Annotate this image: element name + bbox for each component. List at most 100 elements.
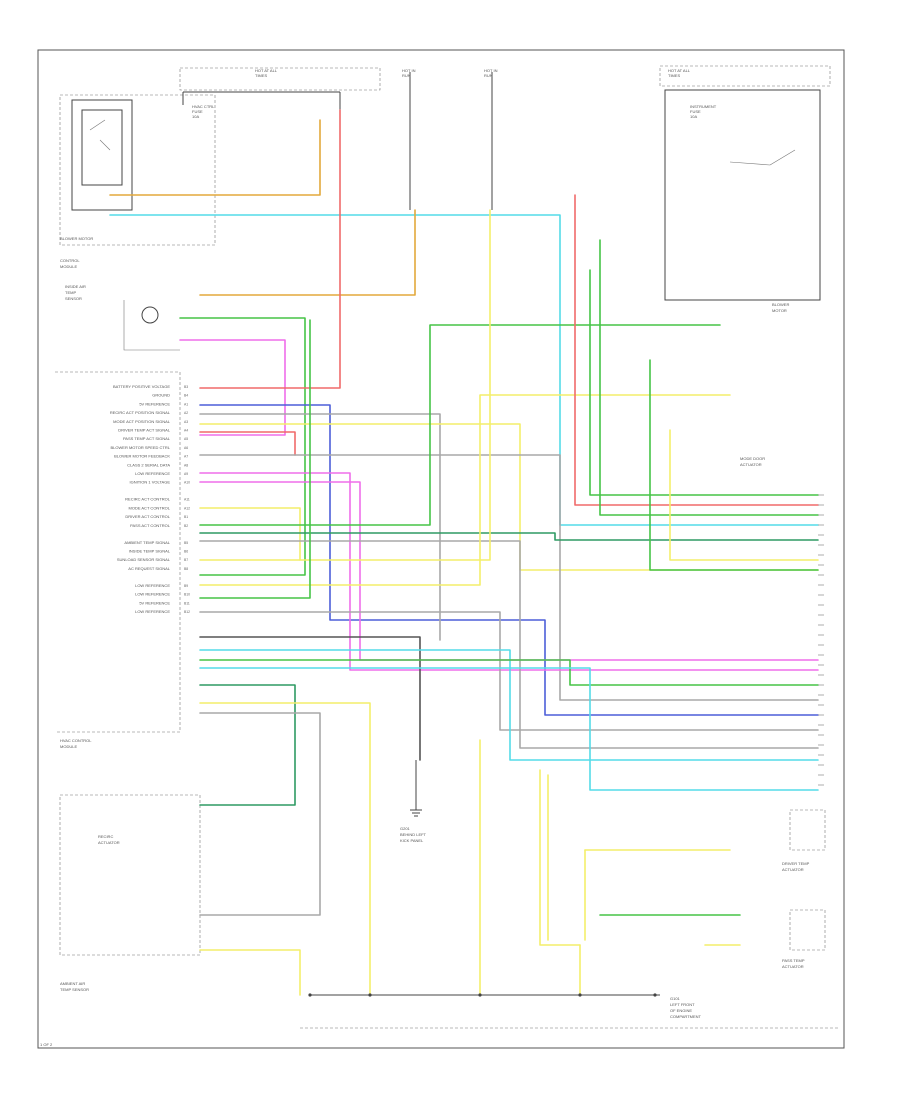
wire-grn [199,319,311,599]
fuse-mid-b: HOT IN RUN [484,68,498,210]
blower-motor-label-0: BLOWER [772,302,789,307]
wire-red [574,194,819,506]
module-pin-number: B4 [184,394,188,398]
ambient-line-0: AMBIENT AIR [60,981,85,986]
pass-actuator-line-1: ACTUATOR [782,964,804,969]
blower-motor-label-1: MOTOR [772,308,787,313]
fuse-mid-a-line-0: HOT IN [402,68,416,73]
module-pin-number: A3 [184,420,188,424]
driver-temp-actuator: DRIVER TEMP ACTUATOR [782,809,826,872]
module-pin-label: MODE ACT CONTROL [129,505,171,510]
ground-tap [308,993,312,997]
blower-control-label-2: MODULE [60,264,77,269]
fuse-block-right-line-0: HOT AT ALL [668,68,691,73]
mode-actuator-line-0: MODE DOOR [740,456,765,461]
fuse-mid-a: HOT IN RUN [402,68,416,210]
wire-blk [199,636,421,761]
module-pin-label: 5V REFERENCE [139,401,170,406]
fuse-mid-a-line-1: RUN [402,73,411,78]
wire-pnk [199,481,819,661]
wire-ltblu [199,649,819,761]
ground-g201-line-0: G201 [400,826,411,831]
wire-gry [199,413,441,641]
fuse-right-line-2: 10A [690,114,697,119]
module-pin-label: DRIVER ACT CONTROL [125,514,170,519]
blower-motor-control-module: BLOWER MOTOR CONTROL MODULE [59,94,216,269]
module-pin-label: CLASS 2 SERIAL DATA [127,462,170,467]
module-pin-label: BLOWER MOTOR FEEDBACK [114,454,170,459]
fuse-block-right-line-1: TIMES [668,73,681,78]
diagram-frame [37,49,845,1049]
module-pin-number: B12 [184,610,190,614]
ground-bottom-line-3: COMPARTMENT [670,1014,702,1019]
ground-tap [653,993,657,997]
module-pin-label: AMBIENT TEMP SIGNAL [124,540,170,545]
hvac-module-label-0: HVAC CONTROL [60,738,92,743]
wire-harness [109,109,824,997]
module-pin-label: AC REQUEST SIGNAL [128,566,170,571]
module-pin-number: A10 [184,481,190,485]
module-pin-number: B10 [184,593,190,597]
ground-bottom-line-0: G101 [670,996,681,1001]
fuse-right-line-0: INSTRUMENT [690,104,717,109]
ground-bus: G101 LEFT FRONT OF ENGINE COMPARTMENT [300,994,840,1029]
wire-red [199,431,296,456]
module-pin-number: A1 [184,402,188,406]
module-pin-label: GROUND [152,393,170,398]
module-pin-number: B6 [184,550,188,554]
pass-actuator-line-0: PASS TEMP [782,958,805,963]
wire-orn [199,209,416,296]
ground-g201-line-1: BEHIND LEFT [400,832,427,837]
module-pin-label: PASS ACT CONTROL [130,523,171,528]
wire-dkgrn [199,684,296,806]
ambient-line-1: TEMP SENSOR [60,987,89,992]
wire-ltblu [109,214,819,526]
wire-yel [199,507,301,561]
fuse-mid-b-line-1: RUN [484,73,493,78]
module-pin-label: IGNITION 1 VOLTAGE [129,480,170,485]
blower-control-label-1: CONTROL [60,258,80,263]
module-pin-label: RECIRC ACT CONTROL [125,497,171,502]
fuse-right-line-1: FUSE [690,109,701,114]
module-pin-number: A5 [184,437,188,441]
module-pin-label: DRIVER TEMP ACT SIGNAL [118,428,171,433]
ground-g201-line-2: KICK PANEL [400,838,424,843]
module-pin-number: B11 [184,601,190,605]
cabin-sensor-line-2: SENSOR [65,296,82,301]
wire-ltblu [199,667,819,791]
driver-actuator-line-0: DRIVER TEMP [782,861,810,866]
module-pin-number: B2 [184,524,188,528]
module-pin-label: LOW REFERENCE [135,592,170,597]
module-pin-number: A9 [184,472,188,476]
module-pin-number: A7 [184,455,188,459]
ground-g201: G201 BEHIND LEFT KICK PANEL [400,760,427,843]
wire-yel [199,394,731,586]
wire-yel [199,209,491,561]
module-pin-number: A8 [184,463,188,467]
fuse-left-line-0: HVAC CTRL [192,104,215,109]
fuse-block-left-line-0: HOT AT ALL [255,68,278,73]
wire-gry [199,712,321,916]
page-reference: 1 OF 2 [40,1042,53,1047]
module-pin-number: B3 [184,385,188,389]
module-pin-number: B8 [184,567,188,571]
driver-actuator-line-1: ACTUATOR [782,867,804,872]
cabin-sensor-line-0: INSIDE AIR [65,284,86,289]
wire-yel [539,769,581,946]
ground-tap [368,993,372,997]
wire-grn [589,269,819,496]
module-pin-label: RECIRC ACT POSITION SIGNAL [110,410,171,415]
recirc-line-0: RECIRC [98,834,113,839]
wire-gry [199,454,819,701]
module-pin-label: BATTERY POSITIVE VOLTAGE [113,384,170,389]
module-pin-label: LOW REFERENCE [135,609,170,614]
wire-grn [599,239,819,516]
module-pin-number: A12 [184,506,190,510]
wire-dkgrn [199,532,819,541]
wire-grn [179,317,306,576]
wire-pnk [199,472,819,671]
module-pin-label: INSIDE TEMP SIGNAL [129,549,171,554]
module-pin-number: A4 [184,429,188,433]
